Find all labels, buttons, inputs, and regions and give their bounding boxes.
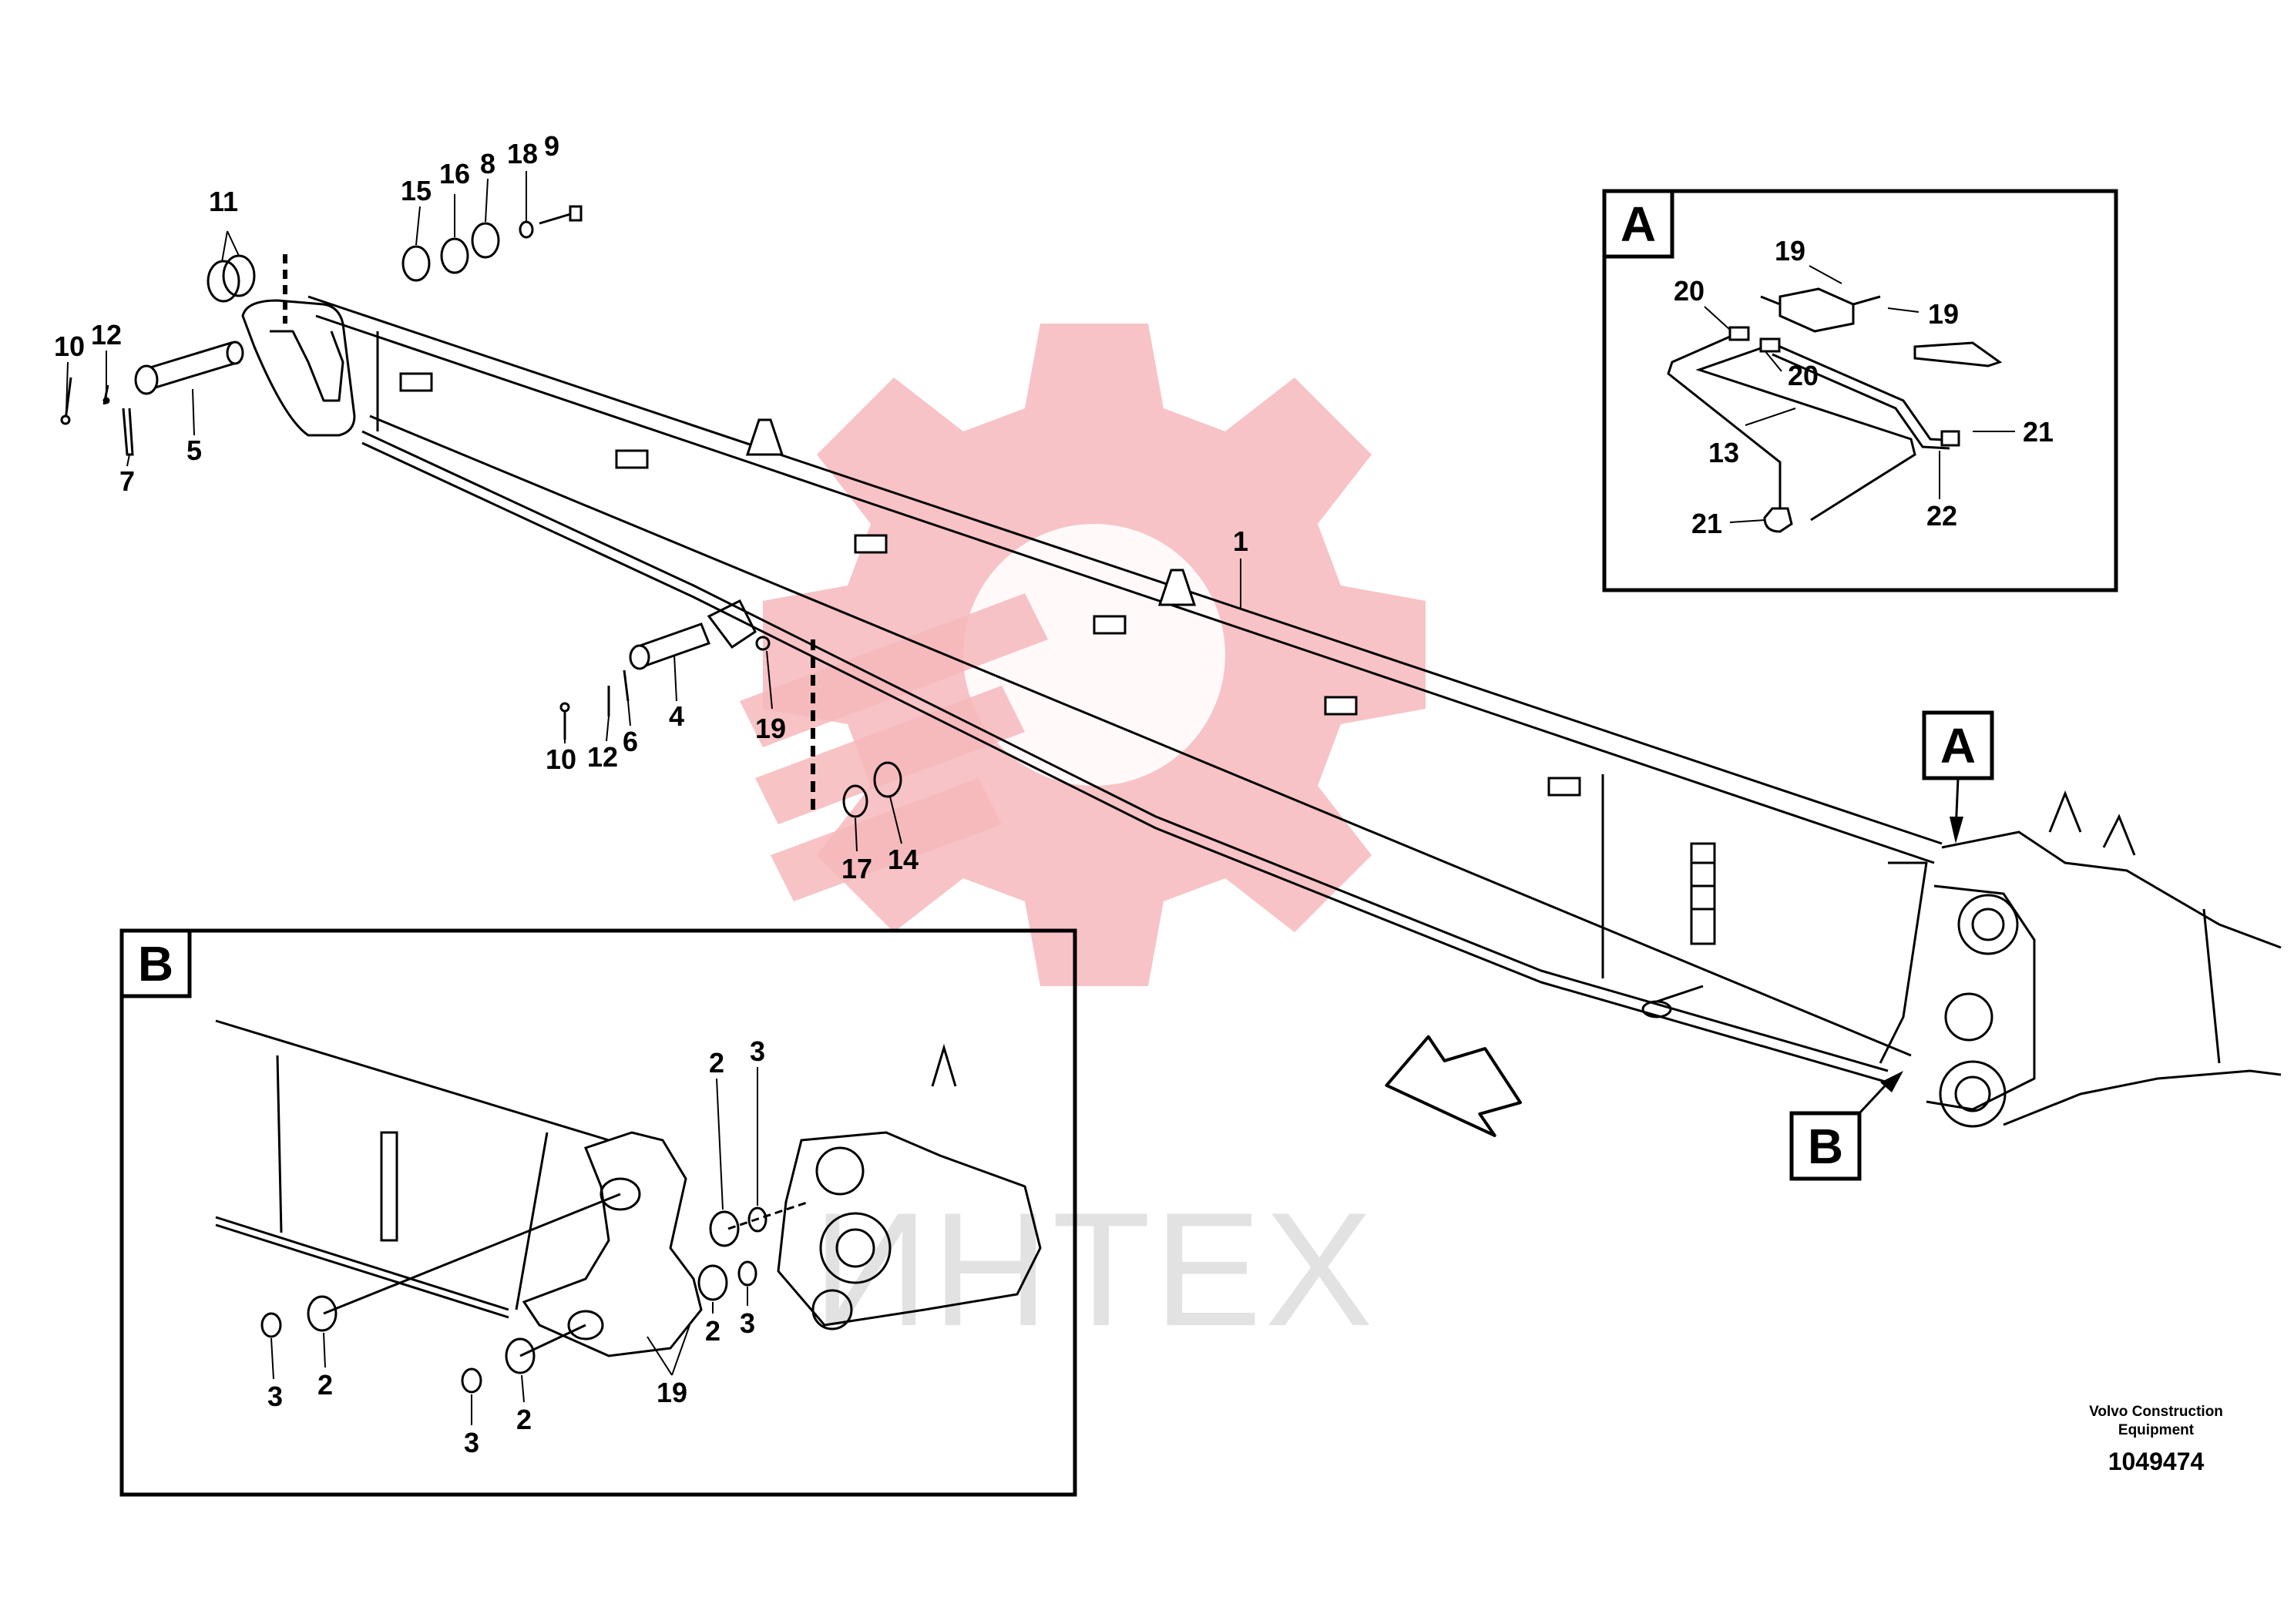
watermark-gear-hole <box>963 524 1225 786</box>
footer: Volvo Construction Equipment 1049474 <box>2089 1404 2223 1475</box>
company-name-line1: Volvo Construction <box>2089 1404 2223 1420</box>
detail-b-letter: B <box>138 936 173 992</box>
boom-arm <box>241 295 2036 1111</box>
detail-b-box: B <box>119 928 1077 1497</box>
view-arrow <box>1385 1035 1522 1137</box>
a-22: 22 <box>1926 500 1957 532</box>
label-6: 6 <box>623 726 638 757</box>
label-14: 14 <box>888 844 919 875</box>
label-8: 8 <box>480 148 495 180</box>
washers-15-16-8 <box>401 220 534 282</box>
b-2-left: 2 <box>317 1369 333 1401</box>
detail-a-box: A <box>1602 189 2118 592</box>
leader-lines <box>65 171 1241 852</box>
company-name-line2: Equipment <box>2118 1422 2195 1438</box>
detail-a-drawing <box>1667 287 2003 533</box>
bolt-9 <box>539 205 583 225</box>
a-20-right: 20 <box>1788 360 1819 391</box>
b-3-bottom: 3 <box>464 1427 479 1458</box>
a-19-right: 19 <box>1928 298 1959 330</box>
a-20-left: 20 <box>1674 275 1705 307</box>
label-11: 11 <box>209 186 238 217</box>
label-7: 7 <box>119 465 135 497</box>
pin-4 <box>629 622 710 670</box>
callout-b: B <box>1789 1071 1903 1181</box>
b-19: 19 <box>657 1377 687 1408</box>
label-4: 4 <box>669 700 684 732</box>
label-10-mid: 10 <box>546 743 576 775</box>
hose-clamps <box>1641 842 1716 1018</box>
label-1: 1 <box>1233 525 1248 557</box>
label-17: 17 <box>841 853 872 884</box>
b-3-top: 3 <box>750 1035 765 1067</box>
detail-a-leaders <box>1704 265 2015 523</box>
a-19-top: 19 <box>1775 235 1805 267</box>
callout-a: A <box>1922 710 1994 844</box>
label-18: 18 <box>507 138 538 169</box>
pin-5 <box>134 341 244 395</box>
label-10-top: 10 <box>54 331 85 362</box>
a-21-left: 21 <box>1691 508 1722 539</box>
a-13: 13 <box>1708 437 1739 468</box>
drawing-number: 1049474 <box>2108 1448 2205 1475</box>
detail-a-labels: 19 19 20 20 13 21 21 22 <box>1674 235 2054 539</box>
detail-b-leaders <box>270 1067 758 1425</box>
watermark-stripes <box>740 593 1048 901</box>
b-3-right: 3 <box>740 1307 755 1339</box>
washers-17-14 <box>842 761 902 818</box>
grease-fitting-19 <box>707 599 771 651</box>
label-12-top: 12 <box>91 319 122 351</box>
bolt-10-12-6 <box>559 669 630 740</box>
bolt-10-12-7 <box>60 377 134 456</box>
b-2-right: 2 <box>705 1315 720 1347</box>
detail-a-letter: A <box>1621 196 1656 252</box>
label-12-mid: 12 <box>587 741 618 773</box>
washers-11 <box>207 254 256 303</box>
callout-b-letter: B <box>1808 1119 1843 1174</box>
label-5: 5 <box>186 435 202 466</box>
b-2-top: 2 <box>709 1047 724 1079</box>
label-9: 9 <box>544 130 559 162</box>
main-labels: 1 4 5 6 7 8 9 10 10 11 12 12 14 15 16 17… <box>54 130 1248 884</box>
boom-brackets <box>399 372 1581 797</box>
label-19-main: 19 <box>755 713 786 744</box>
detail-b-labels: 2 3 2 3 2 3 2 3 19 <box>267 1035 765 1458</box>
base-assembly <box>1939 790 2282 1128</box>
detail-b-drawing <box>215 1019 1042 1394</box>
callout-a-letter: A <box>1940 718 1976 773</box>
watermark-text: ИНТЕХ <box>812 1179 1375 1360</box>
b-2-bottom: 2 <box>516 1404 532 1435</box>
label-15: 15 <box>401 175 432 206</box>
label-16: 16 <box>439 158 470 190</box>
b-3-left: 3 <box>267 1381 283 1412</box>
a-21-right: 21 <box>2023 416 2054 448</box>
